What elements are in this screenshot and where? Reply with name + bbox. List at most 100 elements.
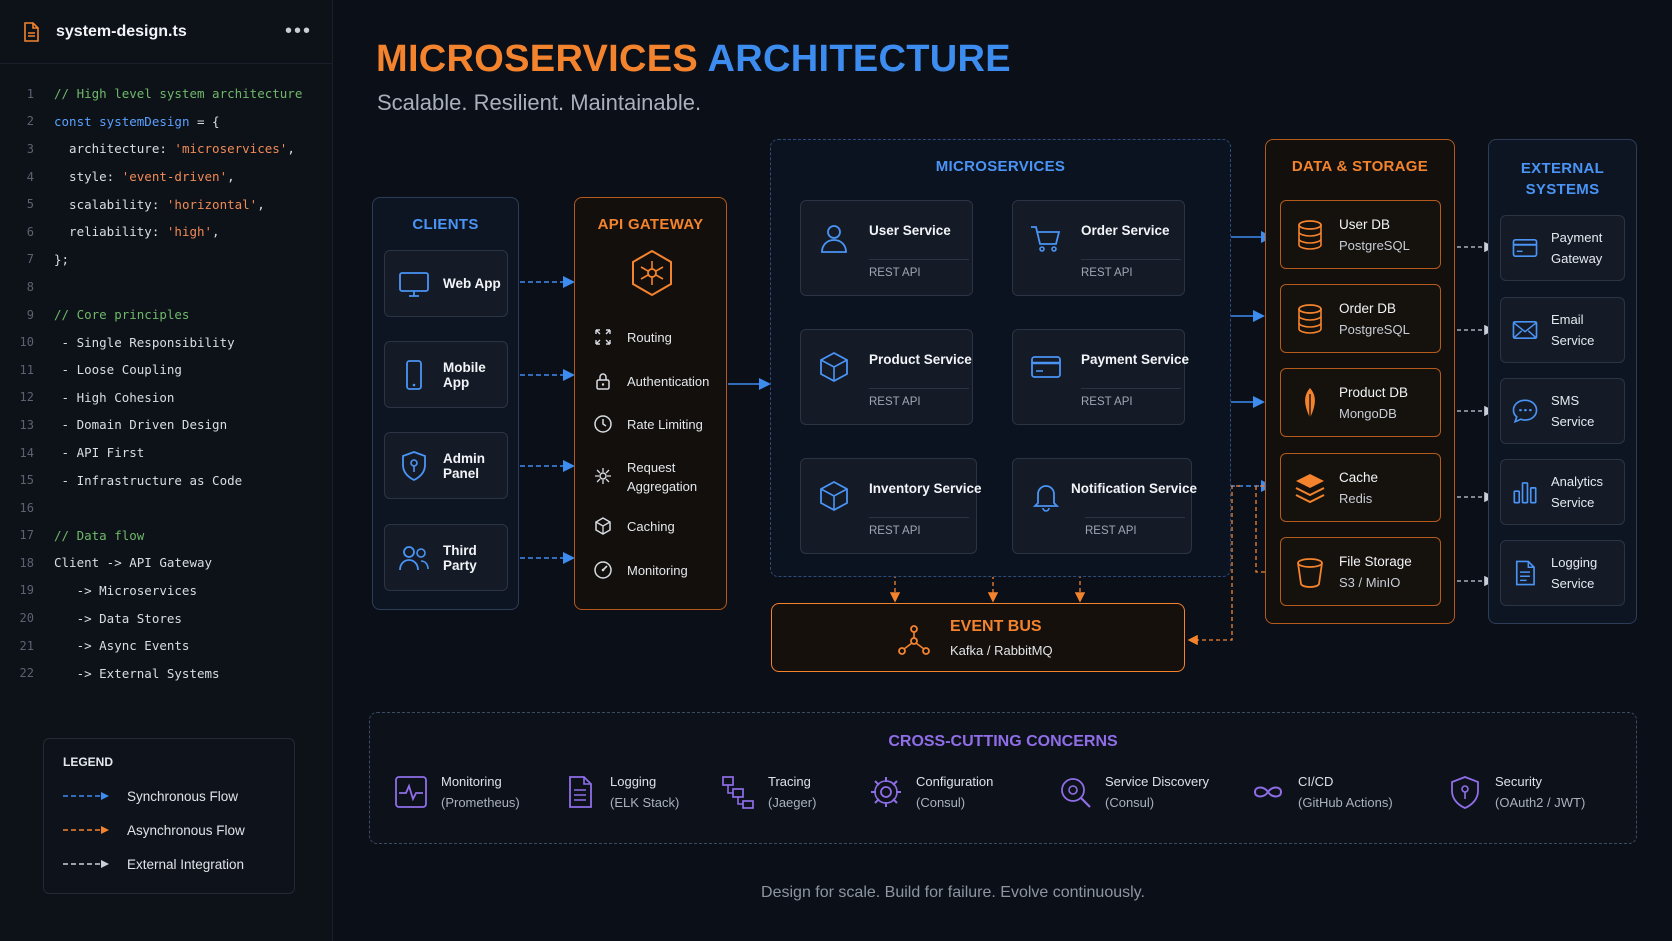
client-mobile-app[interactable]: Mobile App [384,341,508,408]
line-number: 12 [19,390,34,405]
credit-card-icon [1512,238,1538,258]
service-order[interactable]: Order Service REST API [1012,200,1185,296]
rest-api-label: REST API [869,388,969,408]
code-token: , [227,169,235,185]
code-token: // High level system architecture [54,86,303,102]
code-token: - High Cohesion [54,389,175,405]
code-line: 4 style: 'event-driven', [0,163,333,191]
line-number: 14 [19,445,34,460]
bell-icon [1032,485,1060,512]
concern-name: Configuration [916,774,994,789]
service-user[interactable]: User Service REST API [800,200,973,296]
line-number: 13 [19,417,34,432]
concern-configuration: Configuration(Consul) [868,774,993,810]
legend-item-sync: Synchronous Flow [63,779,275,813]
client-third-party[interactable]: Third Party [384,524,508,591]
cart-icon [1031,226,1061,252]
envelope-icon [1512,320,1538,340]
store-name: File Storage [1339,553,1412,569]
code-token: - Loose Coupling [54,362,182,378]
external-line1: Email [1551,312,1584,327]
mobile-phone-icon [406,359,422,390]
code-token: , [257,196,265,212]
code-token: reliability: [54,224,167,240]
code-line: 10 - Single Responsibility [0,328,333,356]
service-name: Inventory Service [869,481,982,496]
database-icon [1298,303,1322,334]
store-order-db[interactable]: Order DB PostgreSQL [1280,284,1441,353]
code-line: 7}; [0,246,333,274]
concern-tool: (GitHub Actions) [1298,795,1393,810]
client-label: Admin Panel [443,450,485,481]
footer-tagline: Design for scale. Build for failure. Evo… [761,884,1145,901]
rest-api-label: REST API [1081,388,1181,408]
concern-tool: (Consul) [1105,795,1155,810]
lock-icon [596,373,610,390]
concern-name: Monitoring [441,774,502,789]
service-product[interactable]: Product Service REST API [800,329,973,425]
gateway-item-label-line2: Aggregation [627,479,698,494]
concern-name: Tracing [768,774,811,789]
external-line1: Analytics [1551,474,1604,489]
data-storage-title: DATA & STORAGE [1291,158,1429,175]
store-tech: Redis [1339,490,1373,506]
external-line2: Service [1551,576,1595,591]
leaf-icon [1305,387,1315,418]
code-token: 'microservices' [174,141,288,157]
legend: LEGEND Synchronous Flow Asynchronous Flo… [43,738,295,894]
code-token: = { [189,113,220,129]
concern-cicd: CI/CD(GitHub Actions) [1250,774,1393,810]
external-title-line1: EXTERNAL [1520,160,1605,177]
code-token: , [212,224,220,240]
code-token: architecture: [54,141,175,157]
title-part-1: MICROSERVICES [376,38,699,80]
code-token: 'horizontal' [166,196,258,212]
external-arrow-icon [63,860,109,868]
service-notification[interactable]: Notification Service REST API [1012,458,1197,554]
store-tech: PostgreSQL [1339,321,1410,337]
event-bus[interactable]: EVENT BUS Kafka / RabbitMQ [771,603,1185,672]
code-editor-panel: system-design.ts ••• 1// High level syst… [0,0,333,941]
bucket-icon [1297,557,1323,588]
legend-item-external: External Integration [63,847,275,881]
code-line: 13 - Domain Driven Design [0,411,333,439]
external-line2: Service [1551,414,1595,429]
line-number: 4 [26,169,34,184]
rest-api-label: REST API [869,517,969,537]
service-inventory[interactable]: Inventory Service REST API [800,458,982,554]
external-line2: Service [1551,495,1595,510]
code-line: 21 -> Async Events [0,632,333,660]
concern-tool: (Jaeger) [768,795,817,810]
code-line: 16 [0,494,333,522]
routing-icon [595,329,611,345]
service-name: User Service [869,223,951,238]
client-admin-panel[interactable]: Admin Panel [384,432,508,499]
line-number: 15 [19,473,34,488]
gauge-icon [594,561,612,579]
layers-icon [1295,473,1325,503]
code-line: 20 -> Data Stores [0,604,333,632]
concern-name: Security [1495,774,1542,789]
line-number: 22 [19,666,34,681]
concern-monitoring: Monitoring(Prometheus) [393,774,520,810]
concern-service-discovery: Service Discovery(Consul) [1057,774,1209,810]
gateway-item-label: Routing [627,329,672,345]
editor-menu-icon[interactable]: ••• [284,20,312,42]
external-line2: Gateway [1551,251,1603,266]
store-name: Order DB [1339,300,1397,316]
service-payment[interactable]: Payment Service REST API [1012,329,1189,425]
network-hub-icon [898,625,930,655]
line-number: 10 [19,335,34,350]
client-web-app[interactable]: Web App [384,250,508,317]
